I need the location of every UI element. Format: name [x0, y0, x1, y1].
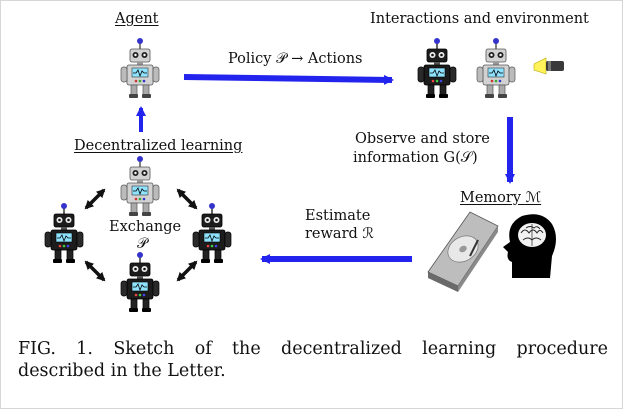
memory-label: Memory ℳ: [460, 190, 542, 206]
cluster-robot-top-icon: [120, 155, 160, 217]
exchange-arrow-top-left: [84, 188, 106, 210]
cluster-robot-right-icon: [192, 202, 232, 264]
estimate-label-line2: reward ℛ: [305, 226, 374, 242]
figure-caption: FIG. 1. Sketch of the decentralized lear…: [18, 338, 608, 382]
exchange-arrow-bottom-right: [176, 260, 198, 282]
estimate-label-line1: Estimate: [305, 208, 371, 224]
interactions-label: Interactions and environment: [370, 11, 589, 27]
cluster-robot-bottom-icon: [120, 251, 160, 313]
policy-label: Policy 𝒫 → Actions: [228, 51, 363, 67]
observe-label-line1: Observe and store: [355, 131, 490, 147]
environment-robot-dark-icon: [417, 37, 457, 99]
observe-label-line2: information G(𝒮): [353, 150, 478, 166]
environment-robot-light-icon: [476, 37, 516, 99]
hard-drive-icon: [427, 211, 499, 292]
policy-arrow: [183, 74, 394, 85]
brain-head-icon: [503, 214, 556, 278]
cluster-robot-left-icon: [44, 202, 84, 264]
decentralized-learning-label: Decentralized learning: [74, 138, 243, 154]
exchange-arrow-top-right: [176, 188, 198, 210]
agent-robot-icon: [120, 37, 160, 99]
exchange-label: Exchange: [109, 219, 182, 235]
caption-line-2: described in the Letter.: [18, 361, 226, 381]
decentralized-learning-diagram: [44, 37, 564, 313]
exchange-arrow-bottom-left: [84, 260, 106, 282]
agent-label: Agent: [115, 11, 159, 27]
caption-line-1: FIG. 1. Sketch of the decentralized lear…: [18, 339, 608, 359]
flashlight-icon: [533, 57, 564, 75]
exchange-symbol-label: 𝒫: [137, 236, 148, 252]
